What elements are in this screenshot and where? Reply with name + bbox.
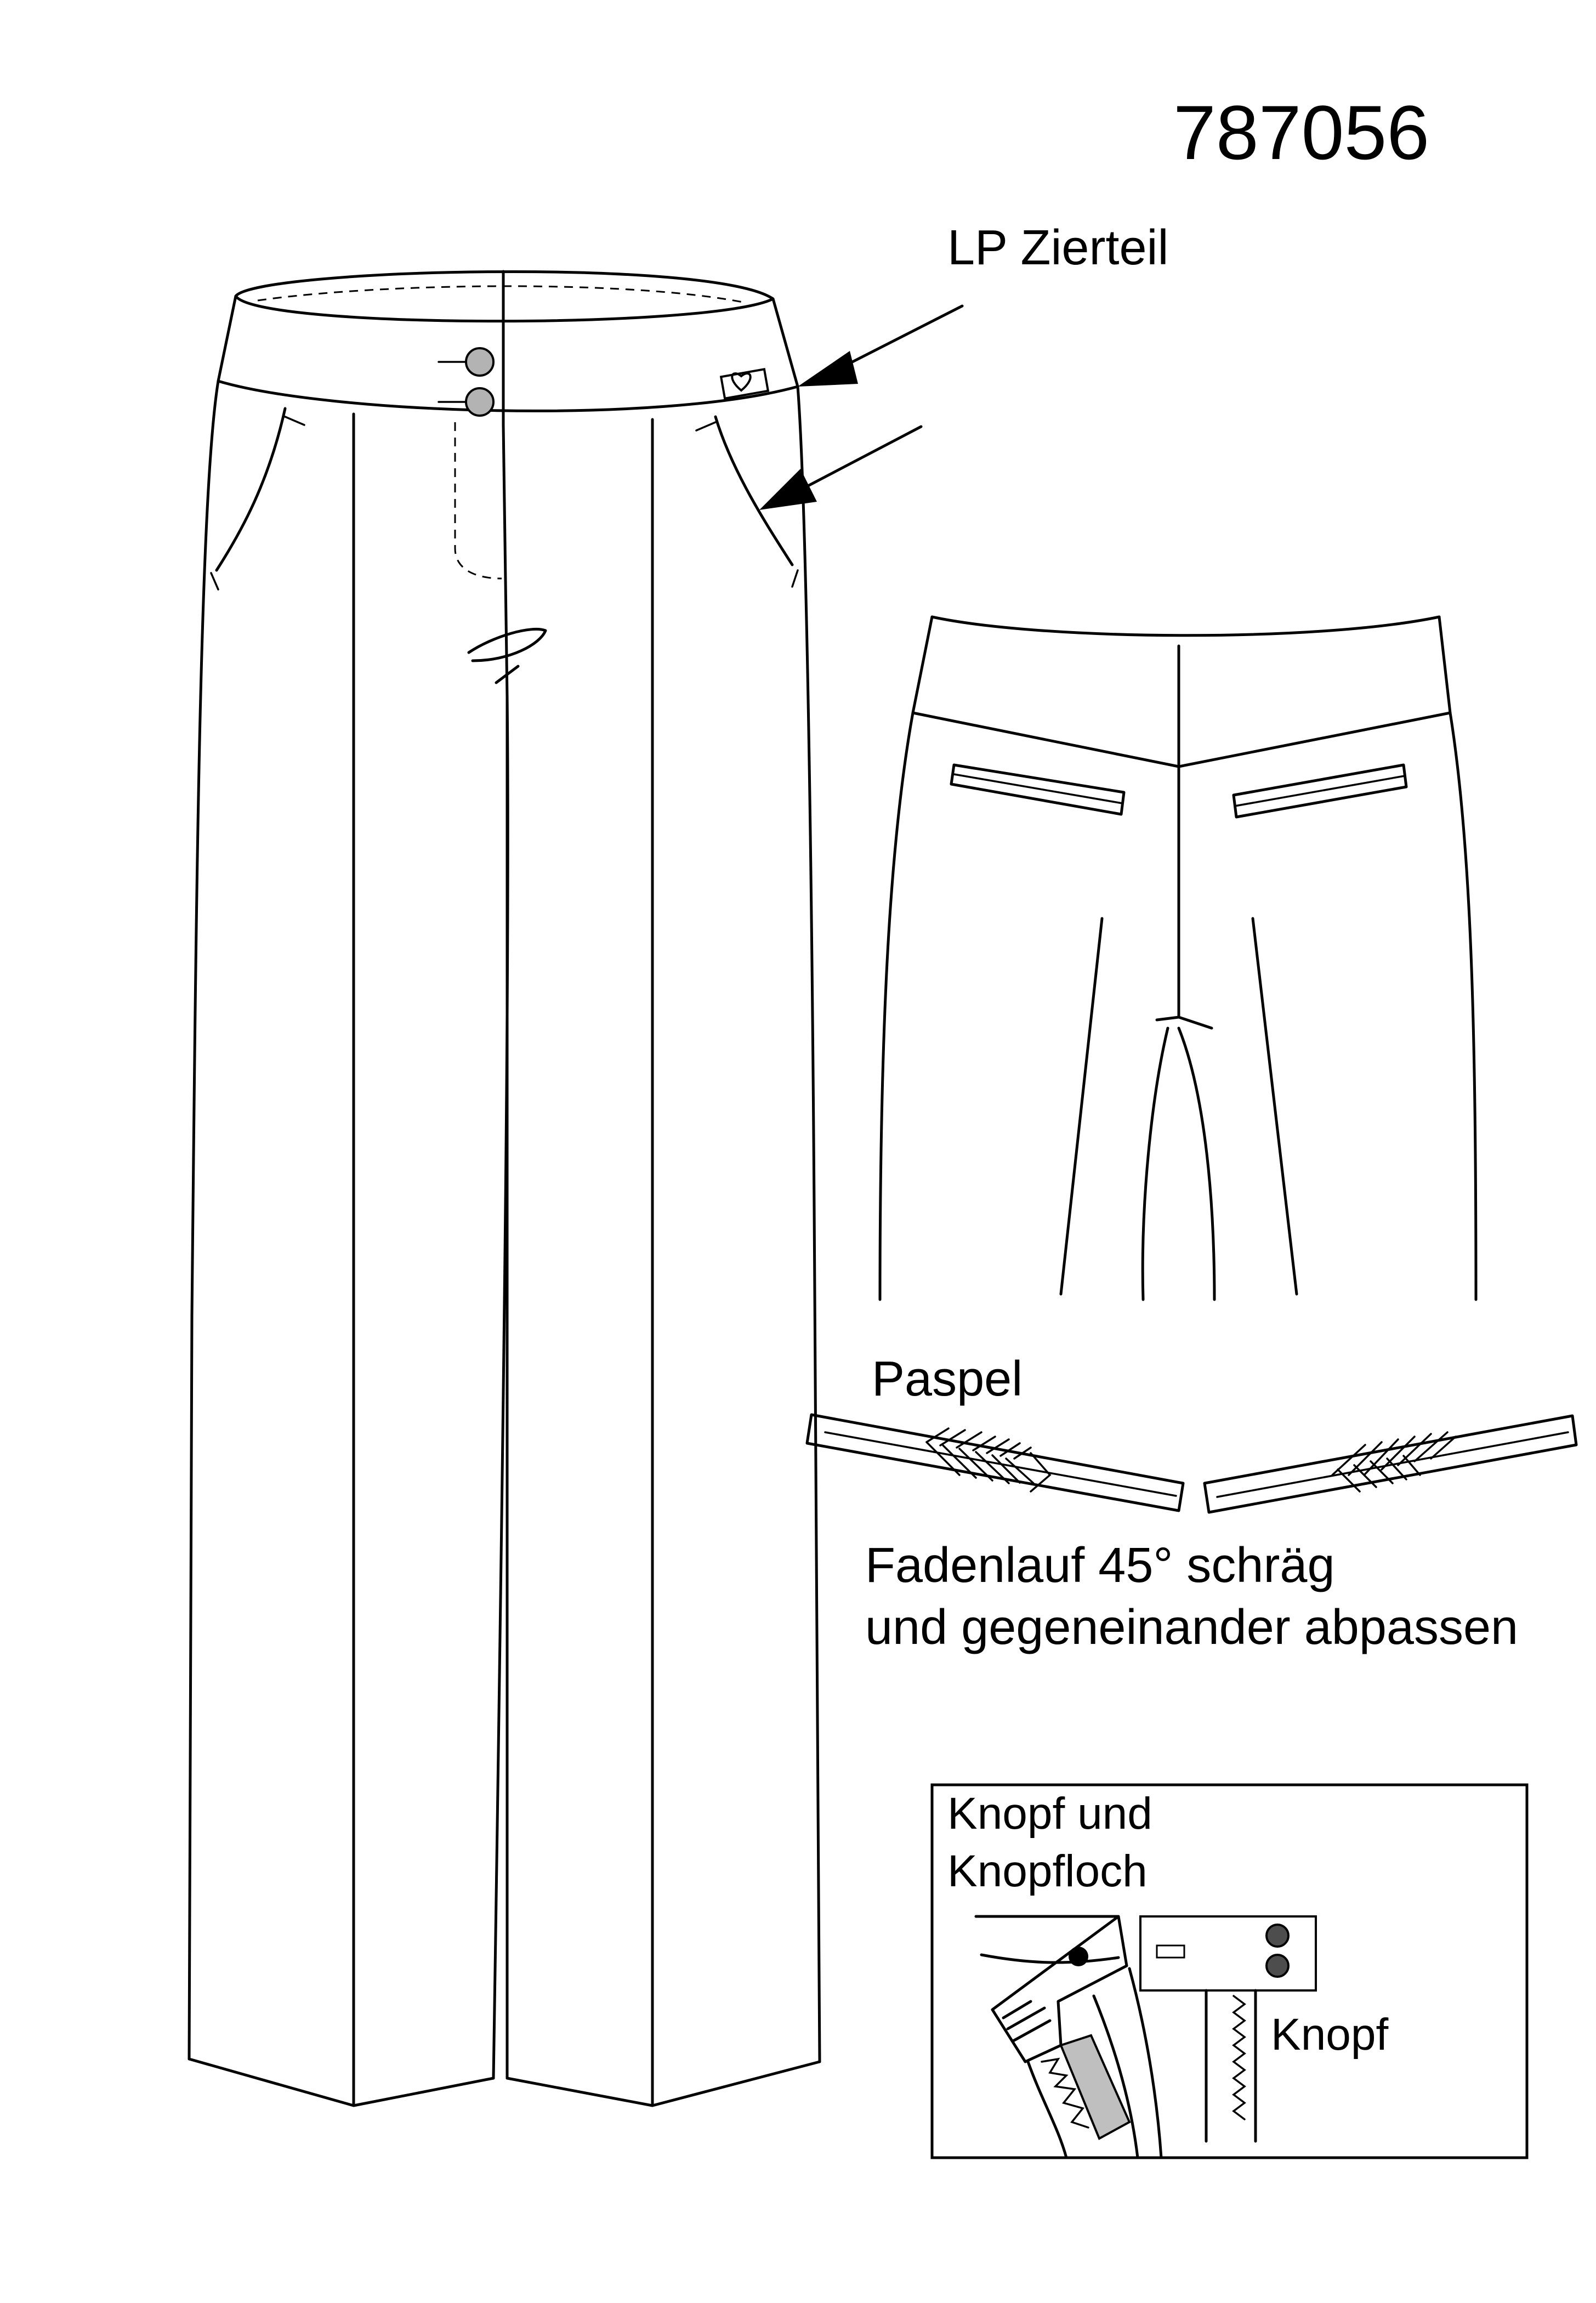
piping-strip-left (805, 1413, 1185, 1512)
piping-strip-right (1203, 1414, 1578, 1514)
button-icon (465, 347, 495, 377)
label-knopf: Knopf (1271, 2010, 1389, 2060)
label-lp-zierteil: LP Zierteil (947, 220, 1169, 275)
left-pocket-opening (215, 407, 287, 572)
left-inseam (492, 695, 509, 2080)
label-paspel: Paspel (872, 1352, 1023, 1406)
back-left-inseam (1141, 1026, 1169, 1301)
right-hem (506, 2060, 821, 2107)
crotch-point (1155, 1016, 1213, 1030)
right-inseam (506, 695, 510, 2080)
button-flat-detail: Knopf (1139, 1915, 1389, 2143)
right-outseam (796, 385, 821, 2063)
front-view-trousers (188, 270, 821, 2107)
back-welt-pocket-right (1232, 763, 1408, 819)
zipper-tape (1059, 2034, 1131, 2140)
back-right-inseam (1177, 1026, 1216, 1301)
left-hem (188, 2057, 495, 2107)
back-yoke-seam (911, 711, 1452, 768)
decor-part-lp-zierteil (719, 368, 770, 400)
back-waistband-top (930, 615, 1441, 637)
waistband-lower-edge (217, 379, 799, 412)
back-welt-pocket-left (950, 763, 1126, 816)
detail-title-2: Knopfloch (947, 1846, 1148, 1896)
fly-stitching (454, 422, 502, 580)
heart-icon (731, 372, 752, 392)
buttonhole-icon (1156, 1944, 1185, 1959)
button-icon (465, 387, 495, 417)
model-number: 787056 (1173, 89, 1429, 175)
buttonhole-icon (1002, 2000, 1052, 2043)
back-view-trousers (878, 615, 1478, 1301)
bias-grain-marks (1331, 1431, 1457, 1493)
button-detail-box: Knopf und Knopfloch Knopf (930, 1783, 1529, 2159)
arrowhead-icon (798, 351, 858, 387)
decor-arrow-lower (759, 425, 923, 510)
button-icon (1069, 1947, 1088, 1966)
left-outseam (188, 379, 220, 2061)
back-right-crease (1251, 917, 1298, 1296)
zipper-teeth (1232, 1995, 1246, 2120)
right-pocket-opening (714, 415, 794, 566)
fly-bartack (467, 627, 547, 662)
back-left-crease (1059, 917, 1104, 1296)
buttonhole-detail (974, 1915, 1163, 2159)
bias-grain-marks (925, 1427, 1052, 1493)
label-grain-line-1: Fadenlauf 45° schräg (865, 1538, 1335, 1593)
button-icon (1265, 1954, 1290, 1978)
button-icon (1265, 1924, 1290, 1948)
label-grain-line-2: und gegeneinander abpassen (865, 1600, 1518, 1655)
zipper-teeth (1041, 2057, 1089, 2129)
waistband-buttons (438, 347, 495, 417)
back-left-outseam (878, 711, 915, 1301)
decor-arrow-upper (798, 304, 964, 387)
detail-title-1: Knopf und (947, 1789, 1152, 1839)
back-right-outseam (1449, 711, 1478, 1301)
arrowhead-icon (759, 469, 817, 510)
